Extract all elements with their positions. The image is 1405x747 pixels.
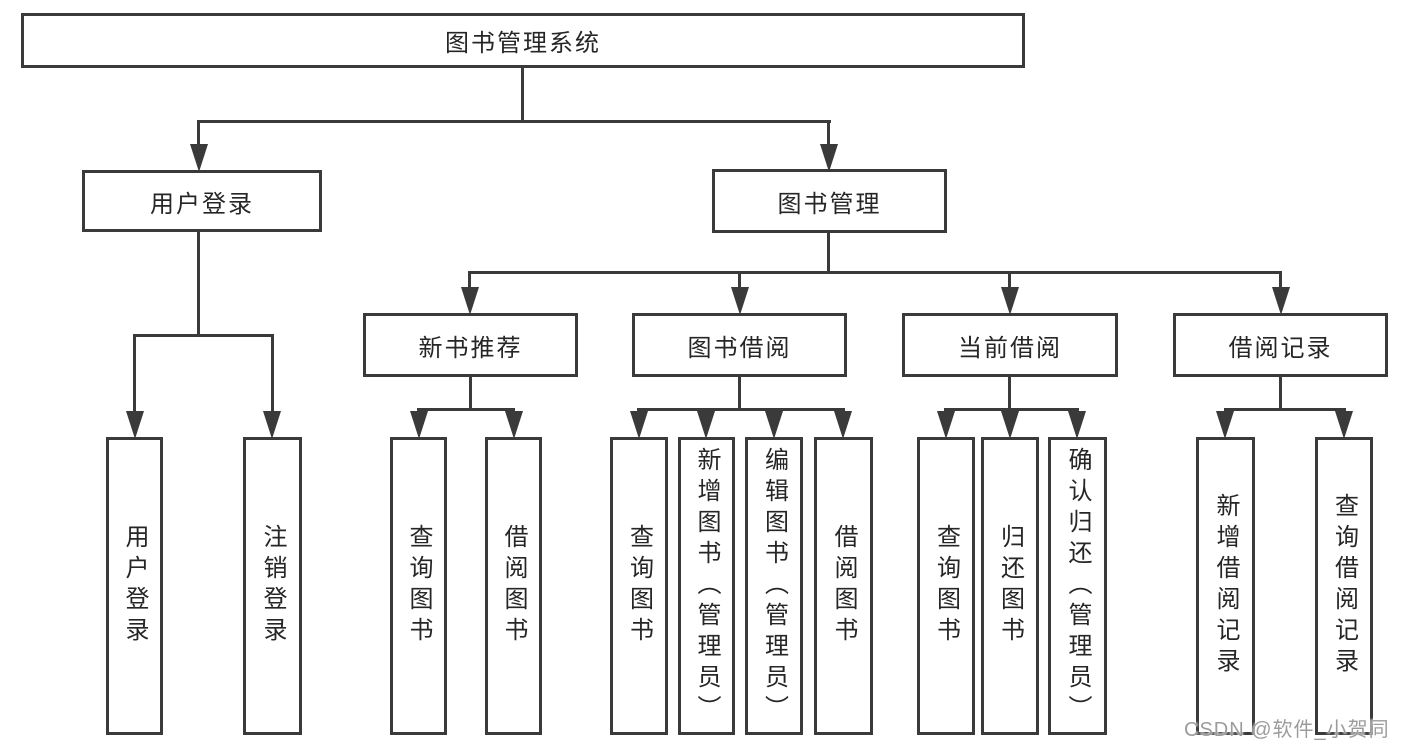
leaf-label: 新增借阅记录 xyxy=(1212,493,1239,679)
leaf-borrowing-edit-books-admin: 编辑图书（管理员） xyxy=(745,437,803,735)
leaf-current-return-books: 归还图书 xyxy=(981,437,1039,735)
arrow-down-icon xyxy=(505,411,523,439)
arrow-down-icon xyxy=(834,411,852,439)
leaf-label: 确认归还（管理员） xyxy=(1064,446,1091,726)
node-new-book-recommend: 新书推荐 xyxy=(363,313,578,377)
connector-line xyxy=(133,334,274,337)
leaf-records-add-record: 新增借阅记录 xyxy=(1196,437,1255,735)
leaf-label: 编辑图书（管理员） xyxy=(760,446,788,726)
connector-line xyxy=(469,377,472,411)
connector-line xyxy=(197,120,200,147)
node-user-login: 用户登录 xyxy=(82,170,322,232)
arrow-down-icon xyxy=(731,287,749,315)
leaf-label: 用户登录 xyxy=(121,524,148,648)
leaf-logout: 注销登录 xyxy=(243,437,302,735)
connector-line xyxy=(197,232,200,337)
leaf-label: 查询图书 xyxy=(932,524,960,648)
arrow-down-icon xyxy=(263,411,281,439)
arrow-down-icon xyxy=(461,287,479,315)
leaf-borrowing-borrow-books: 借阅图书 xyxy=(814,437,873,735)
leaf-label: 注销登录 xyxy=(259,524,286,648)
connector-line xyxy=(827,233,830,274)
connector-line xyxy=(1008,376,1011,411)
arrow-down-icon xyxy=(126,411,144,439)
arrow-down-icon xyxy=(410,411,428,439)
connector-line xyxy=(133,334,136,413)
arrow-down-icon xyxy=(765,411,783,439)
leaf-current-confirm-return-admin: 确认归还（管理员） xyxy=(1048,437,1107,735)
arrow-down-icon xyxy=(1216,411,1234,439)
node-book-borrowing: 图书借阅 xyxy=(632,313,847,377)
connector-line xyxy=(417,408,515,411)
leaf-label: 查询借阅记录 xyxy=(1330,493,1358,679)
arrow-down-icon xyxy=(820,144,838,172)
arrow-down-icon xyxy=(1335,411,1353,439)
node-book-management: 图书管理 xyxy=(712,169,947,233)
node-current-borrowing: 当前借阅 xyxy=(902,313,1118,377)
connector-line xyxy=(738,377,741,411)
connector-line xyxy=(197,120,831,123)
leaf-label: 查询图书 xyxy=(625,524,653,648)
node-library-management-system: 图书管理系统 xyxy=(21,13,1025,68)
leaf-borrowing-query-books: 查询图书 xyxy=(610,437,668,735)
connector-line xyxy=(521,68,524,123)
arrow-down-icon xyxy=(630,411,648,439)
connector-line xyxy=(1279,271,1282,289)
leaf-records-query-record: 查询借阅记录 xyxy=(1315,437,1373,735)
leaf-borrowing-add-books-admin: 新增图书（管理员） xyxy=(678,437,735,735)
arrow-down-icon xyxy=(937,411,955,439)
node-borrowing-records: 借阅记录 xyxy=(1173,313,1388,377)
connector-line xyxy=(468,271,471,289)
leaf-current-query-books: 查询图书 xyxy=(917,437,975,735)
arrow-down-icon xyxy=(1001,287,1019,315)
connector-line xyxy=(738,271,741,289)
leaf-label: 新增图书（管理员） xyxy=(693,446,720,726)
arrow-down-icon xyxy=(1001,411,1019,439)
arrow-down-icon xyxy=(1068,411,1086,439)
connector-line xyxy=(827,120,830,147)
connector-line xyxy=(271,334,274,413)
arrow-down-icon xyxy=(1272,287,1290,315)
leaf-label: 借阅图书 xyxy=(500,524,527,648)
leaf-recommend-query-books: 查询图书 xyxy=(390,437,447,735)
leaf-label: 查询图书 xyxy=(405,524,432,648)
leaf-label: 借阅图书 xyxy=(830,524,857,648)
connector-line xyxy=(469,271,1282,274)
arrow-down-icon xyxy=(697,411,715,439)
connector-line xyxy=(1224,408,1346,411)
arrow-down-icon xyxy=(190,144,208,172)
leaf-user-login: 用户登录 xyxy=(106,437,163,735)
csdn-watermark: CSDN @软件_小贺同学 xyxy=(1184,719,1390,741)
connector-line xyxy=(638,408,845,411)
leaf-label: 归还图书 xyxy=(996,524,1024,648)
connector-line xyxy=(1279,376,1282,411)
leaf-recommend-borrow-books: 借阅图书 xyxy=(485,437,542,735)
connector-line xyxy=(945,408,1079,411)
connector-line xyxy=(1008,271,1011,289)
